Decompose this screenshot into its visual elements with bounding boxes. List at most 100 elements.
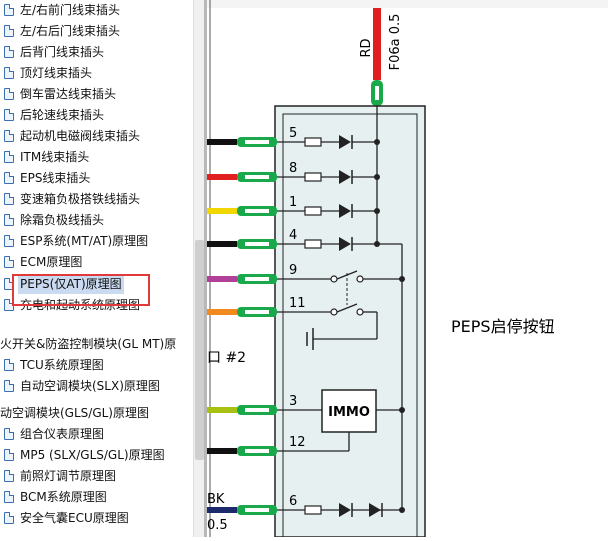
wire-segment	[207, 276, 237, 282]
document-icon	[4, 359, 14, 371]
immo-label: IMMO	[328, 405, 370, 420]
document-icon	[4, 235, 14, 247]
tree-item-label: 左/右前门线束插头	[20, 3, 121, 17]
bottom-wire-code: BK	[207, 492, 225, 507]
tree-item-label: TCU系统原理图	[20, 358, 104, 372]
immo-block	[321, 389, 377, 433]
peps-module-outline	[274, 105, 426, 538]
tree-item[interactable]: 倒车雷达线束插头	[0, 84, 200, 104]
tree-item-label: 组合仪表原理图	[20, 427, 105, 441]
wire-segment	[207, 407, 237, 413]
wire-segment	[207, 139, 237, 145]
scrollbar-thumb[interactable]	[195, 240, 204, 460]
tree-item[interactable]: 除霜负极线插头	[0, 210, 200, 230]
document-icon	[4, 491, 14, 503]
tree-item[interactable]: ECM原理图	[0, 252, 200, 272]
tree-item[interactable]: 火开关&防盗控制模块(GL MT)原	[0, 334, 200, 354]
tree-item-label: 后轮速线束插头	[20, 108, 105, 122]
file-tree-panel: 左/右前门线束插头左/右后门线束插头后背门线束插头顶灯线束插头倒车雷达线束插头后…	[0, 0, 200, 537]
tree-item-label: 火开关&防盗控制模块(GL MT)原	[0, 337, 177, 351]
wire-segment	[207, 208, 237, 214]
document-icon	[4, 256, 14, 268]
selection-highlight-box	[12, 274, 150, 306]
document-icon	[4, 67, 14, 79]
wire-segment	[207, 241, 237, 247]
tree-item[interactable]: 变速箱负极搭铁线插头	[0, 189, 200, 209]
document-icon	[4, 88, 14, 100]
tree-item-label: 倒车雷达线束插头	[20, 87, 117, 101]
resistor	[304, 137, 322, 147]
tree-item[interactable]: PEPS(仅AT)原理图	[0, 274, 200, 294]
tree-item[interactable]: 起动机电磁阀线束插头	[0, 126, 200, 146]
tree-item-label: 起动机电磁阀线束插头	[20, 129, 141, 143]
document-icon	[4, 193, 14, 205]
pin-number: 4	[289, 228, 297, 243]
document-icon	[4, 172, 14, 184]
tree-item[interactable]: 动空调模块(GLS/GL)原理图	[0, 403, 200, 423]
tree-item-label: PEPS(仅AT)原理图	[18, 274, 124, 294]
resistor	[304, 172, 322, 182]
tree-item-label: BCM系统原理图	[20, 490, 107, 504]
led-diode	[339, 170, 351, 184]
bottom-wire-size: 0.5	[207, 518, 228, 533]
document-icon	[4, 151, 14, 163]
tree-item-label: 左/右后门线束插头	[20, 24, 121, 38]
viewer-toolbar	[207, 0, 608, 8]
tree-item[interactable]: BCM系统原理图	[0, 487, 200, 507]
document-icon	[4, 130, 14, 142]
tree-item-label: 除霜负极线插头	[20, 213, 105, 227]
panel-splitter[interactable]	[204, 0, 207, 537]
pin-number: 12	[289, 435, 306, 450]
tree-item[interactable]: ESP系统(MT/AT)原理图	[0, 231, 200, 251]
tree-item-label: 变速箱负极搭铁线插头	[20, 192, 141, 206]
document-icon	[4, 470, 14, 482]
document-icon	[4, 4, 14, 16]
document-icon	[4, 214, 14, 226]
led-diode	[339, 503, 351, 517]
tree-item-label: 后背门线束插头	[20, 45, 105, 59]
document-icon	[4, 449, 14, 461]
tree-item[interactable]: ITM线束插头	[0, 147, 200, 167]
tree-item[interactable]: 前照灯调节原理图	[0, 466, 200, 486]
document-icon	[4, 46, 14, 58]
tree-item-label: 自动空调模块(SLX)原理图	[20, 379, 160, 393]
tree-item[interactable]: 后背门线束插头	[0, 42, 200, 62]
tree-item[interactable]: 自动空调模块(SLX)原理图	[0, 376, 200, 396]
pin-number: 6	[289, 494, 297, 509]
wire-red	[373, 8, 381, 80]
resistor	[304, 505, 322, 515]
tree-item[interactable]: TCU系统原理图	[0, 355, 200, 375]
document-icon	[4, 25, 14, 37]
tree-scrollbar[interactable]	[193, 0, 205, 537]
wire-color-code: RD	[359, 38, 374, 57]
tree-item-label: 动空调模块(GLS/GL)原理图	[0, 406, 149, 420]
tree-item[interactable]: MP5 (SLX/GLS/GL)原理图	[0, 445, 200, 465]
led-diode	[339, 204, 351, 218]
tree-item-label: ITM线束插头	[20, 150, 90, 164]
tree-item[interactable]: 顶灯线束插头	[0, 63, 200, 83]
resistor	[304, 206, 322, 216]
wire-id: F06a 0.5	[388, 14, 403, 71]
wire-segment	[207, 448, 237, 454]
tree-item[interactable]: 组合仪表原理图	[0, 424, 200, 444]
pin-number: 9	[289, 263, 297, 278]
pin-number: 1	[289, 195, 297, 210]
tree-item[interactable]: 左/右前门线束插头	[0, 0, 200, 20]
tree-item[interactable]: 左/右后门线束插头	[0, 21, 200, 41]
wire-segment	[207, 309, 237, 315]
pin-number: 3	[289, 394, 297, 409]
tree-item[interactable]: EPS线束插头	[0, 168, 200, 188]
pin-number: 8	[289, 161, 297, 176]
tree-item[interactable]: 后轮速线束插头	[0, 105, 200, 125]
tree-item-label: 前照灯调节原理图	[20, 469, 117, 483]
tree-item-label: MP5 (SLX/GLS/GL)原理图	[20, 448, 165, 462]
wire-segment	[207, 507, 237, 513]
switch-contact	[330, 275, 338, 283]
tree-item[interactable]: 安全气囊ECU原理图	[0, 508, 200, 528]
module-label: PEPS启停按钮	[451, 317, 555, 336]
wire-segment	[207, 174, 237, 180]
connector-label: 口 #2	[207, 350, 246, 366]
resistor	[304, 239, 322, 249]
